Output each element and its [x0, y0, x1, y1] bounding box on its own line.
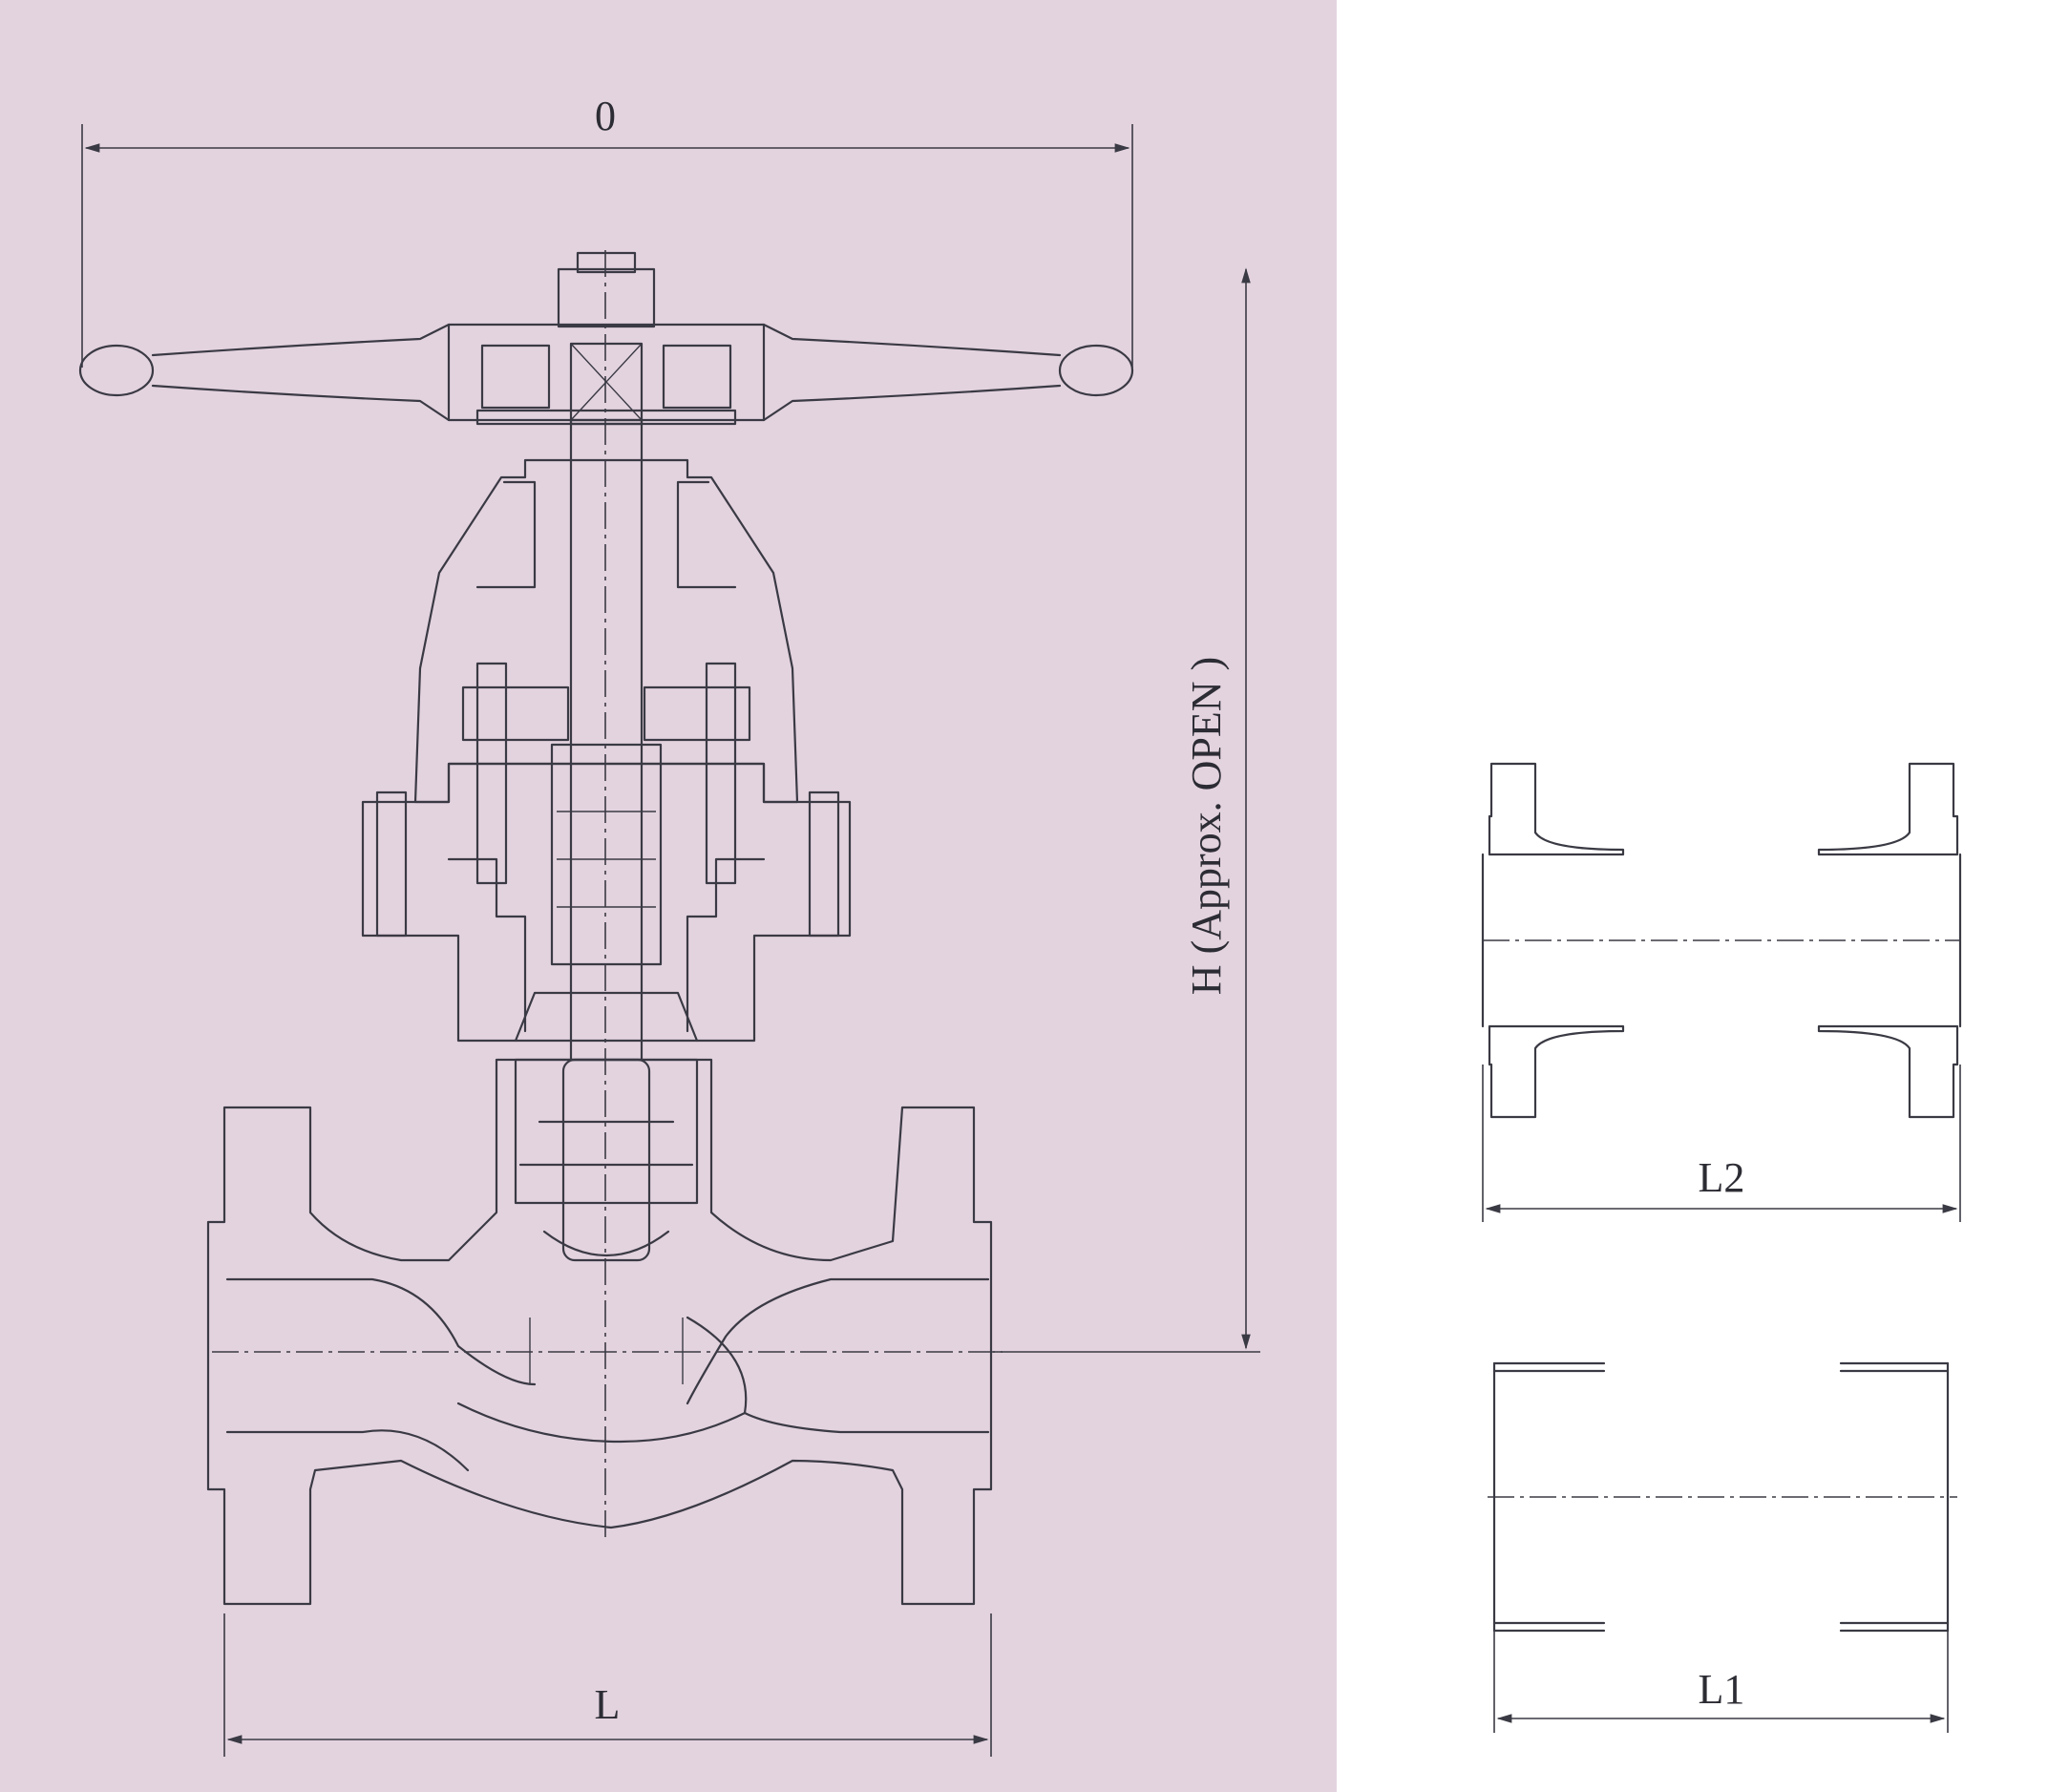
bonnet [361, 762, 852, 1043]
height-dimension: H (Approx. OPEN ) [993, 267, 1260, 1353]
yoke [413, 458, 799, 885]
length-dimension-label: L [595, 1681, 621, 1728]
handwheel-dimension-label: 0 [595, 93, 616, 139]
disc [514, 1058, 699, 1262]
flanged-end-detail: L2 [1481, 762, 1962, 1222]
length-dimension: L [223, 1613, 992, 1757]
weld-end-detail: L1 [1488, 1361, 1957, 1733]
handwheel-dimension: 0 [81, 93, 1133, 368]
length-l2-label: L2 [1699, 1154, 1745, 1201]
height-dimension-label: H (Approx. OPEN ) [1183, 657, 1230, 995]
drawing-panel [0, 0, 1337, 1792]
valve-elevation: 0 [78, 93, 1260, 1757]
length-l1-label: L1 [1699, 1666, 1745, 1713]
handwheel [78, 251, 1134, 426]
valve-body [206, 1058, 993, 1606]
